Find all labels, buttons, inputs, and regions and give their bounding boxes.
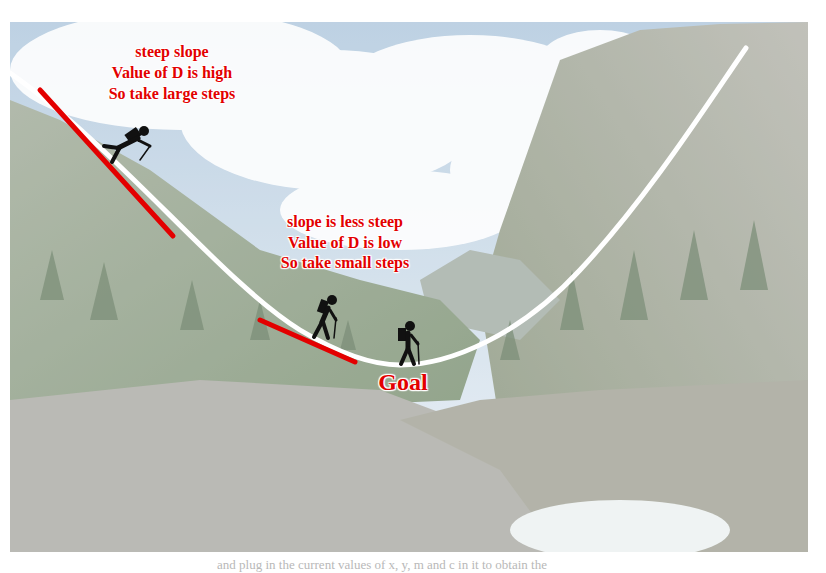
slope-note: So take large steps: [109, 86, 236, 102]
goal-label: Goal: [378, 370, 427, 394]
slope-note: steep slope: [135, 44, 208, 60]
photo: [10, 22, 808, 552]
fade-overlay: [10, 22, 808, 552]
slope-note: slope is less steep: [287, 214, 403, 230]
slope-note: So take small steps: [281, 255, 409, 271]
hiker-gentle: [314, 295, 337, 338]
gentle-tangent: [260, 320, 355, 362]
slope-note: Value of D is high: [112, 65, 232, 81]
hiker-goal: [398, 321, 419, 364]
steep-tangent: [40, 90, 173, 236]
sky: [10, 22, 808, 552]
hiker-steep: [104, 126, 150, 162]
slope-note: Value of D is low: [288, 235, 402, 251]
cost-curve: [10, 48, 746, 365]
page-text: and plug in the current values of x, y, …: [217, 558, 547, 571]
